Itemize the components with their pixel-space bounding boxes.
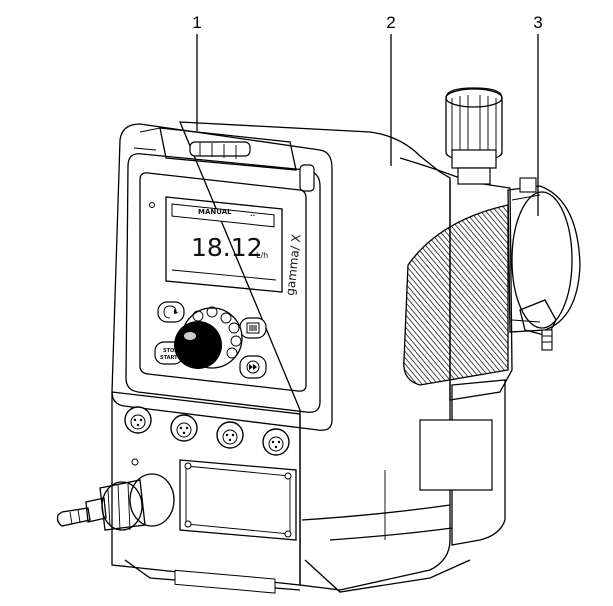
callout-1: 1 (192, 13, 201, 32)
connector-3 (216, 421, 244, 449)
lcd-value: 18.12 (191, 233, 263, 262)
lcd-unit: L/h (256, 251, 268, 260)
back-button[interactable] (157, 301, 185, 323)
menu-button[interactable] (239, 317, 267, 339)
connector-4 (262, 428, 290, 456)
connector-panel (111, 391, 301, 594)
back-arrow-icon (163, 305, 178, 319)
dosing-head (507, 177, 581, 351)
label-plate (419, 419, 493, 491)
brand-label: gamma/ X (283, 233, 303, 296)
cover-plate (179, 459, 297, 541)
top-valve-fitting (445, 87, 503, 185)
control-unit (111, 123, 333, 431)
callout-2: 2 (386, 13, 395, 32)
fast-forward-icon (246, 360, 260, 374)
lcd-mode-label: MANUAL (198, 208, 232, 216)
callout-3: 3 (533, 13, 542, 32)
lcd-display: MANUAL ·· 18.12 L/h (165, 196, 283, 293)
stop-label: STOP (163, 348, 178, 354)
rotary-knob[interactable] (174, 306, 243, 369)
status-led (149, 202, 155, 208)
hose-connector (56, 473, 175, 531)
fast-forward-button[interactable] (239, 355, 267, 379)
start-label: START (160, 355, 178, 361)
connector-1 (124, 406, 152, 434)
lcd-indicator: ·· (250, 212, 255, 220)
menu-icon (246, 322, 260, 334)
cooling-grille (403, 204, 509, 386)
connector-2 (170, 414, 198, 442)
